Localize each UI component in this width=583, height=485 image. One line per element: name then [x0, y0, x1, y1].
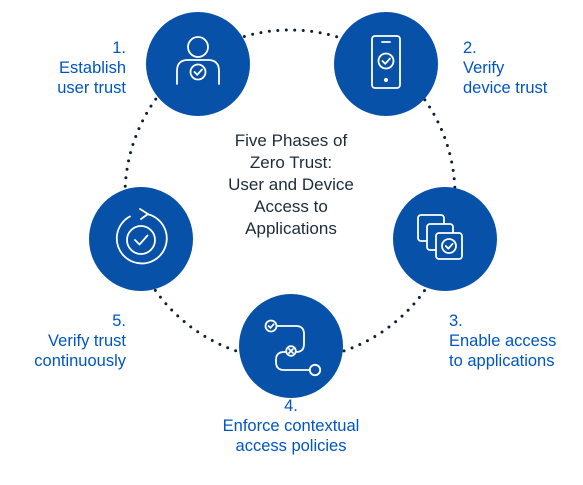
refresh-check-icon: [115, 208, 168, 265]
phase-4-label: 4. Enforce contextual access policies: [196, 396, 386, 456]
phase-2-node: [334, 12, 438, 116]
stacked-apps-check-icon: [417, 214, 463, 260]
phase-4-line-1: Enforce contextual: [222, 417, 360, 435]
diagram-title: Five Phases of Zero Trust: User and Devi…: [196, 130, 386, 240]
phase-3-label: 3. Enable access to applications: [449, 311, 577, 371]
phase-2-line-1: Verify: [463, 59, 505, 77]
title-line-4: Access to: [254, 197, 328, 216]
phase-2-label: 2. Verify device trust: [463, 38, 573, 98]
phase-5-number: 5.: [112, 312, 126, 330]
phase-5-line-2: continuously: [34, 352, 126, 370]
phase-2-line-2: device trust: [463, 79, 548, 97]
phase-3-line-1: Enable access: [449, 332, 557, 350]
phase-5-node: [89, 187, 193, 291]
phase-4-line-2: access policies: [235, 437, 347, 455]
phase-1-number: 1.: [112, 39, 126, 57]
phase-2-number: 2.: [463, 39, 477, 57]
phase-3-line-2: to applications: [449, 352, 555, 370]
phase-3-node: [393, 187, 497, 291]
phase-5-line-1: Verify trust: [48, 332, 126, 350]
title-line-5: Applications: [245, 219, 337, 238]
title-line-2: Zero Trust:: [249, 153, 333, 172]
phase-3-number: 3.: [449, 312, 463, 330]
phase-1-label: 1. Establish user trust: [20, 38, 126, 98]
phase-1-node: [146, 12, 250, 116]
policy-path-icon: [264, 319, 322, 377]
phase-1-line-1: Establish: [59, 59, 126, 77]
phone-check-icon: [371, 35, 401, 89]
title-line-1: Five Phases of: [234, 131, 348, 150]
user-check-icon: [176, 36, 220, 85]
phase-4-number: 4.: [284, 397, 298, 415]
title-line-3: User and Device: [228, 175, 354, 194]
phase-5-label: 5. Verify trust continuously: [6, 311, 126, 371]
phase-1-line-2: user trust: [57, 79, 126, 97]
phase-4-node: [239, 294, 343, 398]
